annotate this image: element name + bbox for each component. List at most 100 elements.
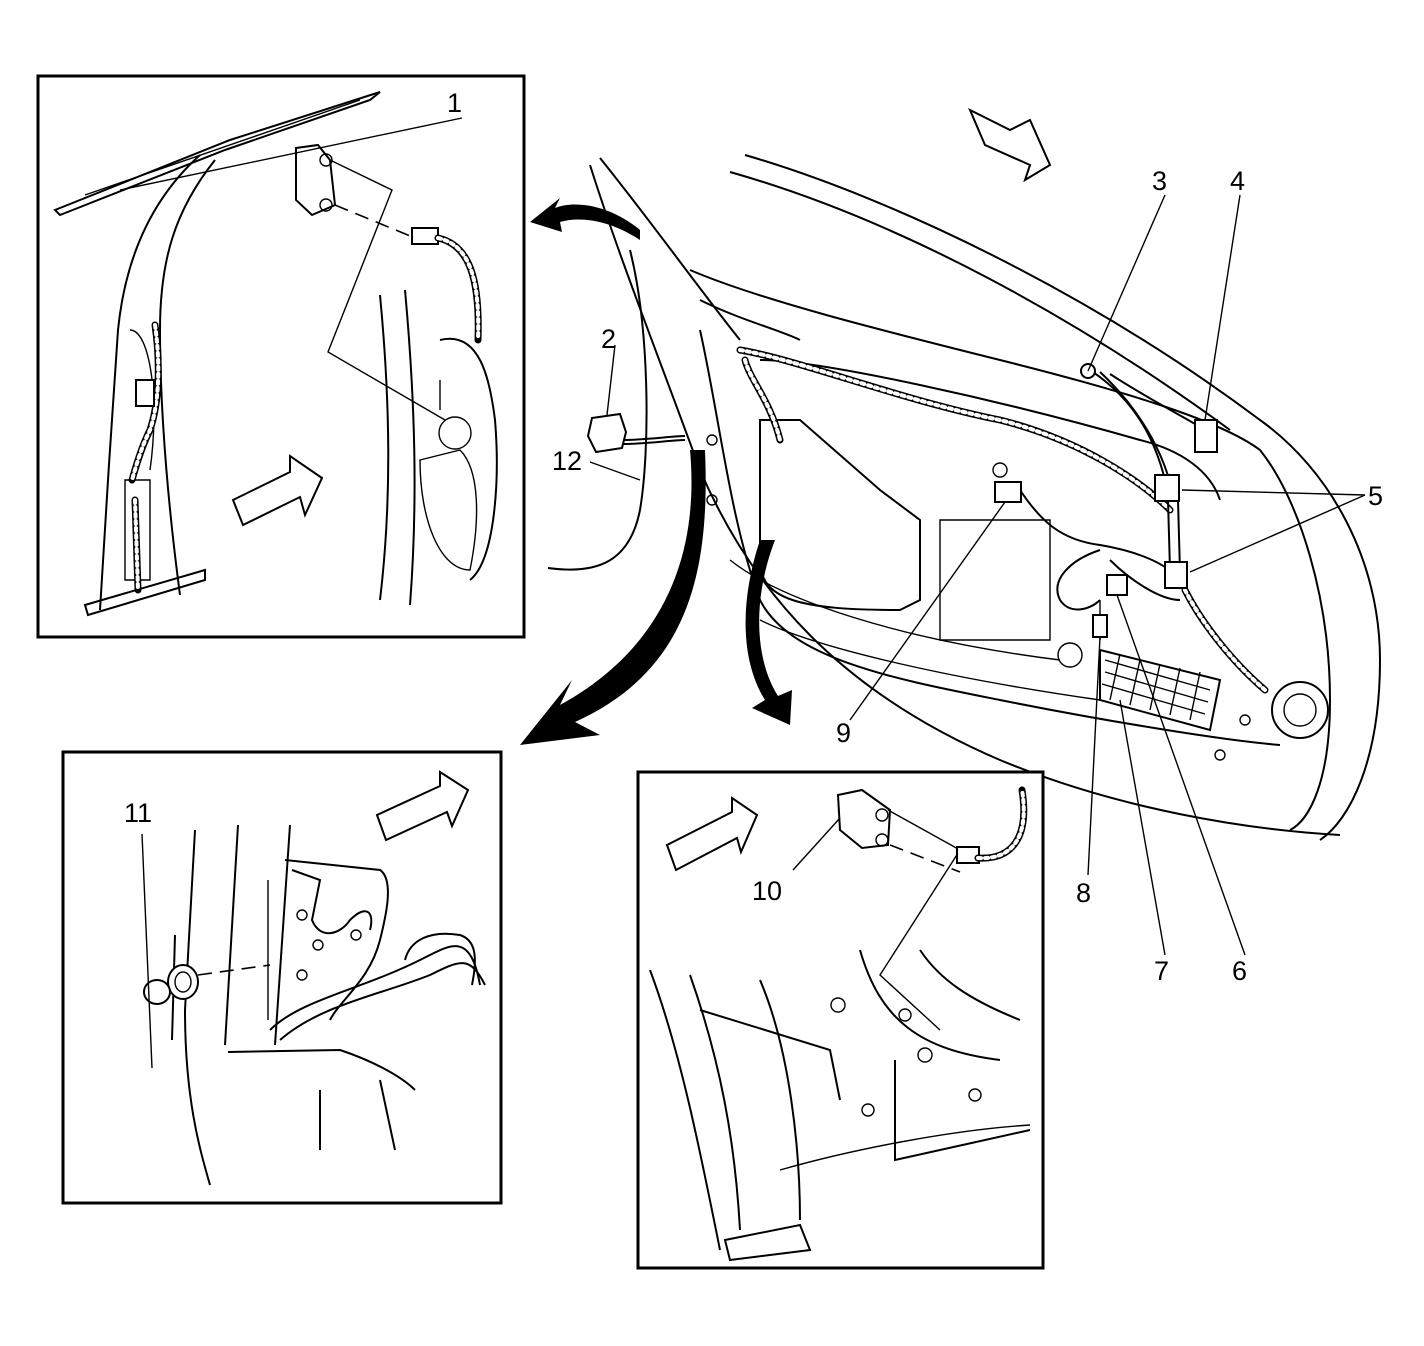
sill-plate bbox=[83, 568, 206, 617]
callout-6: 6 bbox=[1232, 956, 1247, 986]
forward-arrow-inset-3 bbox=[665, 796, 759, 872]
connector-4 bbox=[1194, 419, 1218, 453]
access-hole bbox=[759, 419, 921, 612]
connector-10-pin bbox=[875, 833, 889, 847]
glass-run-outer bbox=[744, 154, 1382, 841]
hinge-plate bbox=[284, 859, 389, 1021]
door-outer-edge bbox=[589, 164, 1341, 836]
harness-up-2 bbox=[1099, 371, 1173, 491]
inset-bottom-right: 10 bbox=[636, 770, 1045, 1270]
hinge-hole bbox=[296, 909, 308, 921]
callout-11: 11 bbox=[124, 798, 152, 828]
harness-vertical bbox=[1167, 499, 1171, 571]
inset-harness-grommet-line bbox=[269, 945, 481, 1031]
connector-5-lower bbox=[1164, 561, 1188, 589]
inset-harness-loop bbox=[404, 932, 476, 986]
pillar-outer bbox=[99, 154, 201, 611]
leader-1 bbox=[119, 117, 463, 191]
body-harness-lead bbox=[619, 435, 686, 441]
hinge-pillar-edge bbox=[183, 829, 211, 1186]
hole bbox=[1214, 749, 1226, 761]
removal-arrow-2 bbox=[520, 450, 706, 745]
harness-branch bbox=[1019, 489, 1176, 576]
callout-1: 1 bbox=[447, 88, 462, 118]
belt-detail bbox=[699, 299, 801, 341]
br-panel bbox=[894, 1060, 1031, 1162]
forward-arrow-main bbox=[968, 107, 1052, 183]
leader-8 bbox=[1087, 636, 1101, 876]
leader-9 bbox=[849, 501, 1006, 721]
callout-9: 9 bbox=[836, 718, 851, 748]
callout-7: 7 bbox=[1154, 956, 1169, 986]
connector-1-pin bbox=[319, 153, 333, 167]
callout-10: 10 bbox=[752, 876, 782, 906]
br-hole bbox=[830, 997, 846, 1013]
hole bbox=[1239, 714, 1251, 726]
leader-4 bbox=[1204, 194, 1241, 421]
connector-10 bbox=[836, 788, 892, 850]
callout-4: 4 bbox=[1230, 166, 1245, 196]
align-line-1 bbox=[334, 204, 416, 239]
br-body-curve-2 bbox=[859, 949, 1001, 1061]
align-line-10 bbox=[889, 844, 961, 873]
grommet-11-inner bbox=[174, 971, 192, 993]
align-line-11 bbox=[197, 964, 271, 976]
grommet-11-cap bbox=[143, 979, 171, 1005]
inset-opening bbox=[419, 449, 478, 571]
inset-bottom-left-frame bbox=[61, 750, 503, 1205]
br-hole bbox=[968, 1088, 982, 1102]
inset-harness-grommet-line-2 bbox=[279, 962, 486, 1041]
leader-10 bbox=[792, 817, 841, 871]
br-lower-line bbox=[779, 1124, 1031, 1171]
pillar-edge-1 bbox=[599, 157, 741, 341]
connector-8 bbox=[1092, 614, 1108, 638]
inset-door-panel bbox=[439, 337, 498, 581]
leader-6 bbox=[1116, 594, 1246, 956]
hinge-hole bbox=[296, 969, 308, 981]
hinge-hole bbox=[350, 929, 362, 941]
inset-connector-plug bbox=[411, 227, 439, 245]
leader-12 bbox=[589, 461, 641, 481]
harness-loop bbox=[1056, 549, 1101, 611]
inset-hole bbox=[438, 416, 472, 450]
door-belt-line bbox=[689, 269, 1332, 831]
forward-arrow-inset-1 bbox=[231, 454, 324, 527]
pillar-connector bbox=[135, 379, 155, 407]
hinge-pillar-line-2 bbox=[274, 824, 291, 1046]
inner-frame-top bbox=[759, 359, 1221, 501]
callout-3: 3 bbox=[1152, 166, 1167, 196]
inset-top-left-frame bbox=[36, 74, 526, 639]
harness-rear-pattern bbox=[1183, 588, 1267, 692]
inner-frame-bottom bbox=[759, 619, 1101, 701]
forward-arrow-inset-2 bbox=[375, 770, 470, 842]
connector-2 bbox=[586, 412, 628, 454]
align-bracket-10 bbox=[879, 809, 961, 1031]
door-inner-panel bbox=[699, 329, 1281, 746]
pillar-opening bbox=[124, 479, 151, 581]
br-sill bbox=[723, 1223, 812, 1262]
roof-rail bbox=[53, 91, 381, 217]
connector-6 bbox=[1106, 574, 1128, 596]
br-hole bbox=[917, 1047, 933, 1063]
inner-bracket bbox=[939, 519, 1051, 641]
callout-12: 12 bbox=[552, 446, 582, 476]
connector-10-pin bbox=[875, 808, 889, 822]
grommet-11-outer bbox=[167, 964, 199, 1000]
inset-door-edge-1 bbox=[379, 294, 390, 601]
lower-lines bbox=[319, 1079, 396, 1151]
inset-bottom-left: 11 bbox=[61, 750, 503, 1205]
inset-door-edge-2 bbox=[404, 289, 416, 606]
br-body-edge-1 bbox=[649, 969, 721, 1251]
door-harness-front-pattern bbox=[743, 358, 782, 442]
leader-3 bbox=[1087, 194, 1166, 372]
hole bbox=[1057, 642, 1083, 668]
br-body-curve-3 bbox=[919, 949, 1021, 1021]
callout-8: 8 bbox=[1076, 878, 1091, 908]
handle-bezel bbox=[1271, 681, 1329, 739]
glass-run-inner bbox=[729, 171, 1231, 431]
removal-arrow-3 bbox=[745, 540, 792, 725]
leader-7 bbox=[1119, 699, 1166, 956]
hinge-pillar-line bbox=[224, 824, 239, 1046]
sill-line bbox=[227, 1048, 416, 1091]
harness-loop-2 bbox=[1109, 559, 1181, 601]
